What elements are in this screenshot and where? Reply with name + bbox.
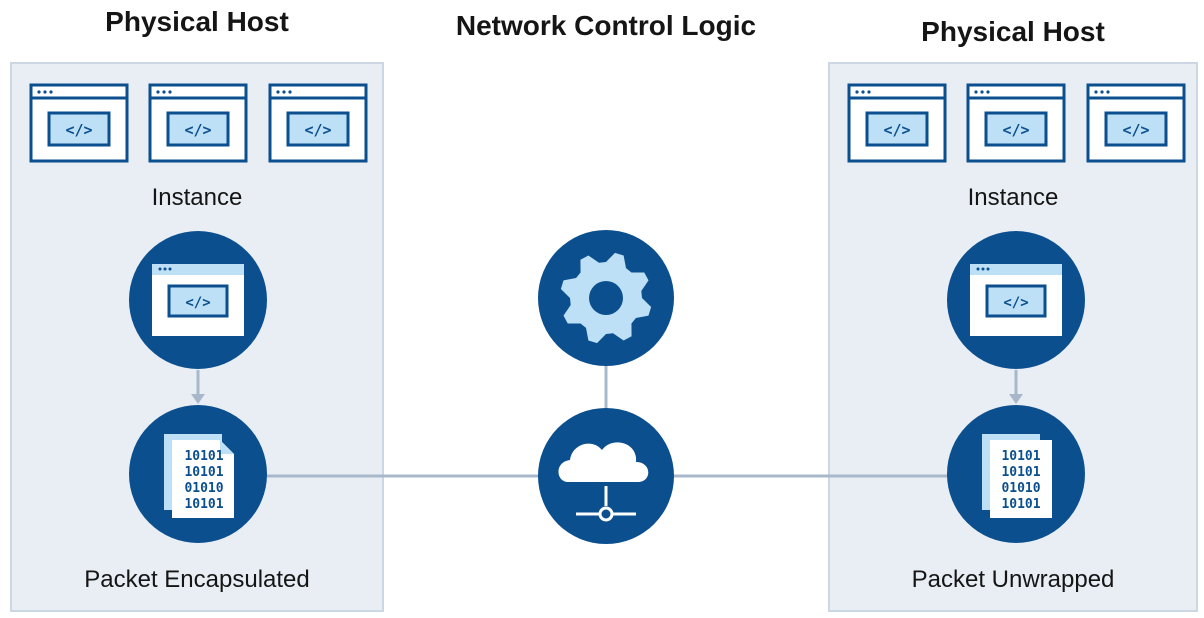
- left-host-title: Physical Host: [105, 6, 289, 37]
- left-instance-window-3: [268, 83, 368, 163]
- left-packet-label: Packet Encapsulated: [84, 566, 310, 593]
- left-packet-circle: 10101 10101 01010 10101: [129, 405, 267, 543]
- code-window-icon: [150, 262, 246, 338]
- right-instance-window-1: [847, 83, 947, 163]
- binary-line: 10101: [1001, 449, 1040, 464]
- gear-icon: [560, 252, 652, 344]
- left-instance-window-2: [148, 83, 248, 163]
- binary-document-icon: 10101 10101 01010 10101: [164, 434, 234, 518]
- binary-line: 10101: [1001, 497, 1040, 512]
- right-host-title: Physical Host: [921, 16, 1105, 47]
- binary-line: 01010: [184, 481, 223, 496]
- left-flow-arrow: [191, 370, 205, 404]
- center-title: Network Control Logic: [455, 10, 757, 41]
- right-packet-label: Packet Unwrapped: [911, 566, 1115, 593]
- binary-line: 10101: [184, 449, 223, 464]
- right-flow-arrow: [1009, 370, 1023, 404]
- binary-line: 10101: [184, 465, 223, 480]
- left-instance-circle: [129, 231, 267, 369]
- right-packet-circle: 10101 10101 01010 10101: [947, 405, 1085, 543]
- network-circle: [538, 408, 674, 544]
- right-instance-window-2: [966, 83, 1066, 163]
- left-instance-window-1: [29, 83, 129, 163]
- code-window-icon: [968, 262, 1064, 338]
- left-instance-label: Instance: [151, 184, 243, 211]
- right-instance-label: Instance: [967, 184, 1059, 211]
- binary-document-icon: 10101 10101 01010 10101: [982, 434, 1052, 518]
- right-instance-circle: [947, 231, 1085, 369]
- binary-line: 10101: [184, 497, 223, 512]
- right-instance-window-3: [1086, 83, 1186, 163]
- binary-line: 01010: [1001, 481, 1040, 496]
- cloud-network-icon: [558, 442, 649, 522]
- control-circle: [538, 230, 674, 366]
- binary-line: 10101: [1001, 465, 1040, 480]
